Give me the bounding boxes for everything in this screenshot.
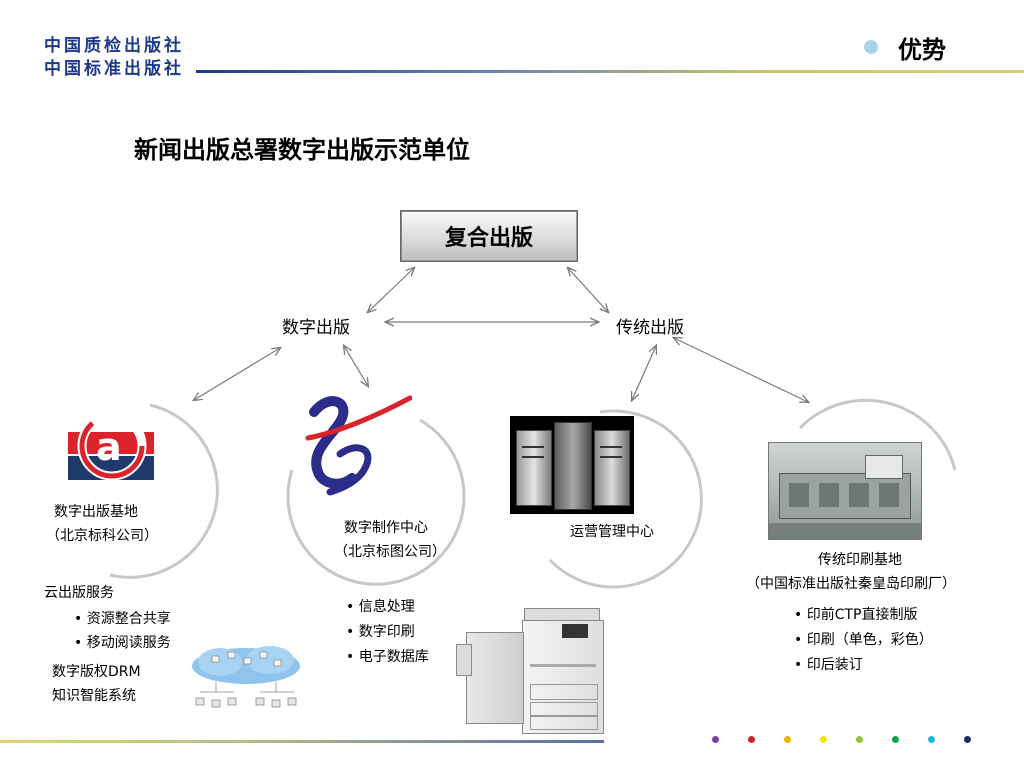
logo-publisher-2: 中国标准出版社 bbox=[44, 59, 184, 79]
traditional-publishing-label: 传统出版 bbox=[616, 318, 684, 338]
footer-dot bbox=[712, 736, 719, 743]
printing-item-2: • 印刷（单色，彩色） bbox=[794, 632, 933, 648]
printing-item-3: • 印后装订 bbox=[794, 657, 863, 673]
composite-publishing-box: 复合出版 bbox=[400, 210, 578, 262]
production-item-3: • 电子数据库 bbox=[346, 649, 429, 665]
base-sublabel: （北京标科公司） bbox=[46, 528, 158, 544]
cloud-item-2: • 移动阅读服务 bbox=[74, 635, 171, 651]
arrow-top-left bbox=[368, 268, 414, 312]
footer-dot bbox=[928, 736, 935, 743]
arrow-traditional-operations bbox=[632, 346, 656, 400]
main-title: 新闻出版总署数字出版示范单位 bbox=[134, 136, 470, 164]
arrow-digital-base bbox=[194, 348, 280, 400]
production-label: 数字制作中心 bbox=[344, 520, 428, 536]
printing-sublabel: （中国标准出版社秦皇岛印刷厂） bbox=[746, 576, 956, 592]
arc-production bbox=[286, 418, 466, 586]
cloud-item-1: • 资源整合共享 bbox=[74, 611, 171, 627]
arc-operations bbox=[548, 409, 703, 589]
arrow-traditional-printing bbox=[674, 338, 808, 402]
footer-dot bbox=[748, 736, 755, 743]
footer-dot bbox=[820, 736, 827, 743]
corner-title: 优势 bbox=[898, 36, 946, 64]
knowledge-system-label: 知识智能系统 bbox=[52, 688, 136, 704]
calligraphy-logo-icon bbox=[305, 395, 412, 496]
at-logo-icon: a bbox=[68, 411, 154, 481]
cloud-network-icon bbox=[192, 646, 300, 708]
base-label: 数字出版基地 bbox=[54, 504, 138, 520]
operations-label: 运营管理中心 bbox=[570, 524, 654, 540]
digital-publishing-label: 数字出版 bbox=[282, 318, 350, 338]
footer-rule bbox=[0, 740, 604, 743]
footer-dot bbox=[892, 736, 899, 743]
digital-copier-image bbox=[456, 604, 606, 736]
servers-image bbox=[510, 416, 634, 514]
cloud-services-title: 云出版服务 bbox=[44, 585, 114, 601]
production-sublabel: （北京标图公司） bbox=[334, 544, 446, 560]
bullet-dot-icon bbox=[864, 40, 878, 54]
printing-label: 传统印刷基地 bbox=[818, 552, 902, 568]
production-item-1: • 信息处理 bbox=[346, 599, 415, 615]
printing-item-1: • 印前CTP直接制版 bbox=[794, 607, 918, 623]
header-rule bbox=[196, 70, 1024, 73]
arrow-digital-production bbox=[344, 346, 368, 386]
arc-base bbox=[109, 403, 219, 579]
svg-text:a: a bbox=[96, 425, 122, 469]
footer-dot bbox=[856, 736, 863, 743]
arrow-top-right bbox=[568, 268, 608, 312]
logo-publisher-1: 中国质检出版社 bbox=[44, 36, 184, 56]
drm-label: 数字版权DRM bbox=[52, 664, 141, 680]
footer-dot bbox=[784, 736, 791, 743]
printing-press-photo bbox=[768, 442, 922, 540]
footer-dot bbox=[964, 736, 971, 743]
footer-color-dots bbox=[712, 736, 972, 744]
production-item-2: • 数字印刷 bbox=[346, 624, 415, 640]
arc-printing bbox=[798, 398, 957, 471]
